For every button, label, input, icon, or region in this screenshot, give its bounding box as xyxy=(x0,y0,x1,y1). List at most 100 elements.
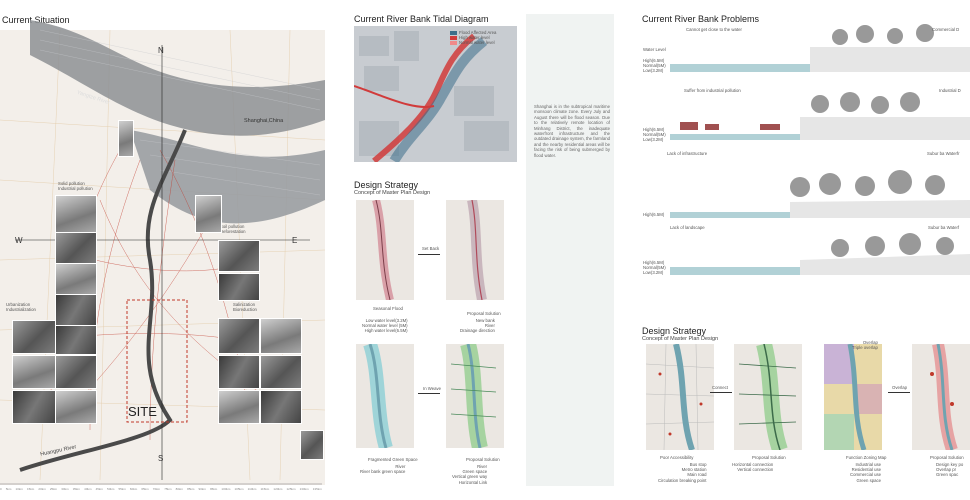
level-low: Low(3.2M) xyxy=(643,137,664,143)
map2-caption: Proposal Solution xyxy=(467,311,501,316)
scale-tick: 75km xyxy=(164,487,172,491)
high-water-swatch xyxy=(450,35,457,40)
level-normal: Normal(5M) xyxy=(643,63,666,69)
pollution-photo xyxy=(55,195,97,233)
description-paragraph: Shanghai is in the subtropical maritime … xyxy=(534,104,610,158)
legend-main-road: Main road xyxy=(687,472,707,478)
scale-tick: 45km xyxy=(95,487,103,491)
connect-arrow xyxy=(710,392,732,393)
scale-tick: 35km xyxy=(72,487,81,491)
ds2-map2-legend: Horizontal connection Vertical connectio… xyxy=(732,462,773,472)
scale-tick: 120km xyxy=(273,487,283,491)
row3-caption: Lack of infrastructure xyxy=(667,151,708,156)
west-label: W xyxy=(15,236,23,245)
scale-tick: 70km xyxy=(152,487,161,491)
text-panel xyxy=(526,14,614,486)
pollution-photo xyxy=(218,240,260,272)
legend-normal-water: Normal water level xyxy=(450,40,496,45)
scale-tick: 115km xyxy=(260,487,270,491)
legend-vertical: Vertical connection xyxy=(737,467,774,473)
pollution-photo xyxy=(300,430,324,460)
ds2-map1-legend: Bus stop Metro station Main road Circula… xyxy=(658,462,707,483)
legend-river: River xyxy=(477,464,488,469)
row2-levels: High(6.5M) Normal(5M) Low(3.2M) xyxy=(643,127,666,143)
row2-caption: Suffer from industrial pollution xyxy=(684,88,741,93)
map1-caption: Seasonal Flood xyxy=(373,306,403,311)
pollution-photo xyxy=(218,273,260,301)
scale-tick: 55km xyxy=(118,487,126,491)
legend-river: River xyxy=(484,323,495,329)
scale-tick: 105km xyxy=(234,487,244,491)
scale-tick: 40km xyxy=(84,487,92,491)
scale-tick: 25km xyxy=(49,487,58,491)
problems-title: Current River Bank Problems xyxy=(642,14,760,24)
legend-horizontal: Horizontal connection xyxy=(732,462,774,467)
row3-level: High(6.5M) xyxy=(643,212,665,217)
current-situation-title: Current Situation xyxy=(2,15,70,25)
legend-normal-water: Normal water level (5M) xyxy=(362,323,408,329)
strategy-map-green xyxy=(356,341,414,450)
pollution-photo xyxy=(12,390,56,424)
scale-tick: 65km xyxy=(141,487,149,491)
annotation-solid-pollution: Solid pollution Industrial pollution xyxy=(58,181,93,192)
design-strategy-2-title: Design Strategy xyxy=(642,326,707,336)
legend-label: High water level xyxy=(459,35,490,41)
scale-tick: 110km xyxy=(247,487,257,491)
strategy-map-flood xyxy=(356,198,414,301)
scale-tick: 100km xyxy=(221,487,231,491)
legend-green-spac: Green spac xyxy=(936,472,959,478)
flood-swatch xyxy=(450,30,457,35)
scale-tick: 80km xyxy=(175,487,183,491)
scale-tick: 85km xyxy=(187,487,195,491)
scale-tick: 0 xyxy=(0,487,2,491)
row4-levels: High(6.5M) Normal(5M) Low(3.2M) xyxy=(643,260,666,276)
row3-right-label: Subur ba Waterfr xyxy=(927,151,960,156)
pollution-photo xyxy=(55,325,97,355)
pollution-photo xyxy=(55,294,97,326)
normal-water-swatch xyxy=(450,41,457,45)
pollution-photo xyxy=(260,318,302,354)
scale-tick: 60km xyxy=(129,487,138,491)
south-label: S xyxy=(158,454,164,463)
row1-levels: High(6.5M) Normal(5M) Low(3.2M) xyxy=(643,58,666,74)
north-label: N xyxy=(158,46,164,55)
set-back-arrow xyxy=(418,254,440,255)
map3-legend: River River bank green space xyxy=(360,464,405,474)
overlap-map xyxy=(912,342,970,452)
level-low: Low(3.2M) xyxy=(643,270,664,276)
legend-label: Normal water level xyxy=(459,40,495,46)
weave-arrow xyxy=(418,393,440,394)
strategy-map-proposal-1 xyxy=(446,199,504,301)
level-normal: Normal(5M) xyxy=(643,132,666,138)
overlap-arrow xyxy=(888,392,910,393)
legend-design-key: Design key po xyxy=(936,462,964,467)
legend-overlap-pr: Overlap pr xyxy=(936,467,957,473)
scale-tick: 30km xyxy=(61,487,69,491)
pollution-photo xyxy=(55,355,97,389)
legend-bus-stop: Bus stop xyxy=(689,462,707,467)
legend-metro: Metro station xyxy=(681,467,707,473)
zoning-top-legend: Overlap Triple overlap xyxy=(852,340,878,350)
legend-label: Flood Affected Area xyxy=(459,30,497,35)
pollution-photo xyxy=(218,318,260,354)
design-strategy-2-subtitle: Concept of Master Plan Design xyxy=(642,336,719,342)
scale-tick: 95km xyxy=(209,487,218,491)
annotation-soil-pollution: Soil pollution Deforestation xyxy=(220,224,246,235)
map4-caption: Proposal Solution xyxy=(466,457,500,462)
legend-breaking-point: Circulation breaking point xyxy=(658,477,707,483)
current-situation-panel: Current Situation xyxy=(0,0,330,500)
level-normal: Normal(5M) xyxy=(643,265,666,271)
location-label: Shanghai,China xyxy=(244,118,284,124)
pollution-photo xyxy=(12,320,56,354)
legend-high-water: High water level(6.5M) xyxy=(364,328,408,334)
pollution-photo xyxy=(55,390,97,424)
tidal-diagram-svg xyxy=(354,31,509,162)
pollution-photo xyxy=(260,390,302,424)
row2-right-label: Industrial D xyxy=(939,88,961,93)
ds2-map4-caption: Proposal Solution xyxy=(930,455,964,460)
pollution-photo xyxy=(218,355,260,389)
pollution-photo xyxy=(218,390,260,424)
map1-legend: Low water level(3.2M) Normal water level… xyxy=(362,318,408,334)
ds2-map1-caption: Poor Accessibility xyxy=(660,455,694,460)
legend-vertical-green: Vertical green way xyxy=(452,474,488,480)
